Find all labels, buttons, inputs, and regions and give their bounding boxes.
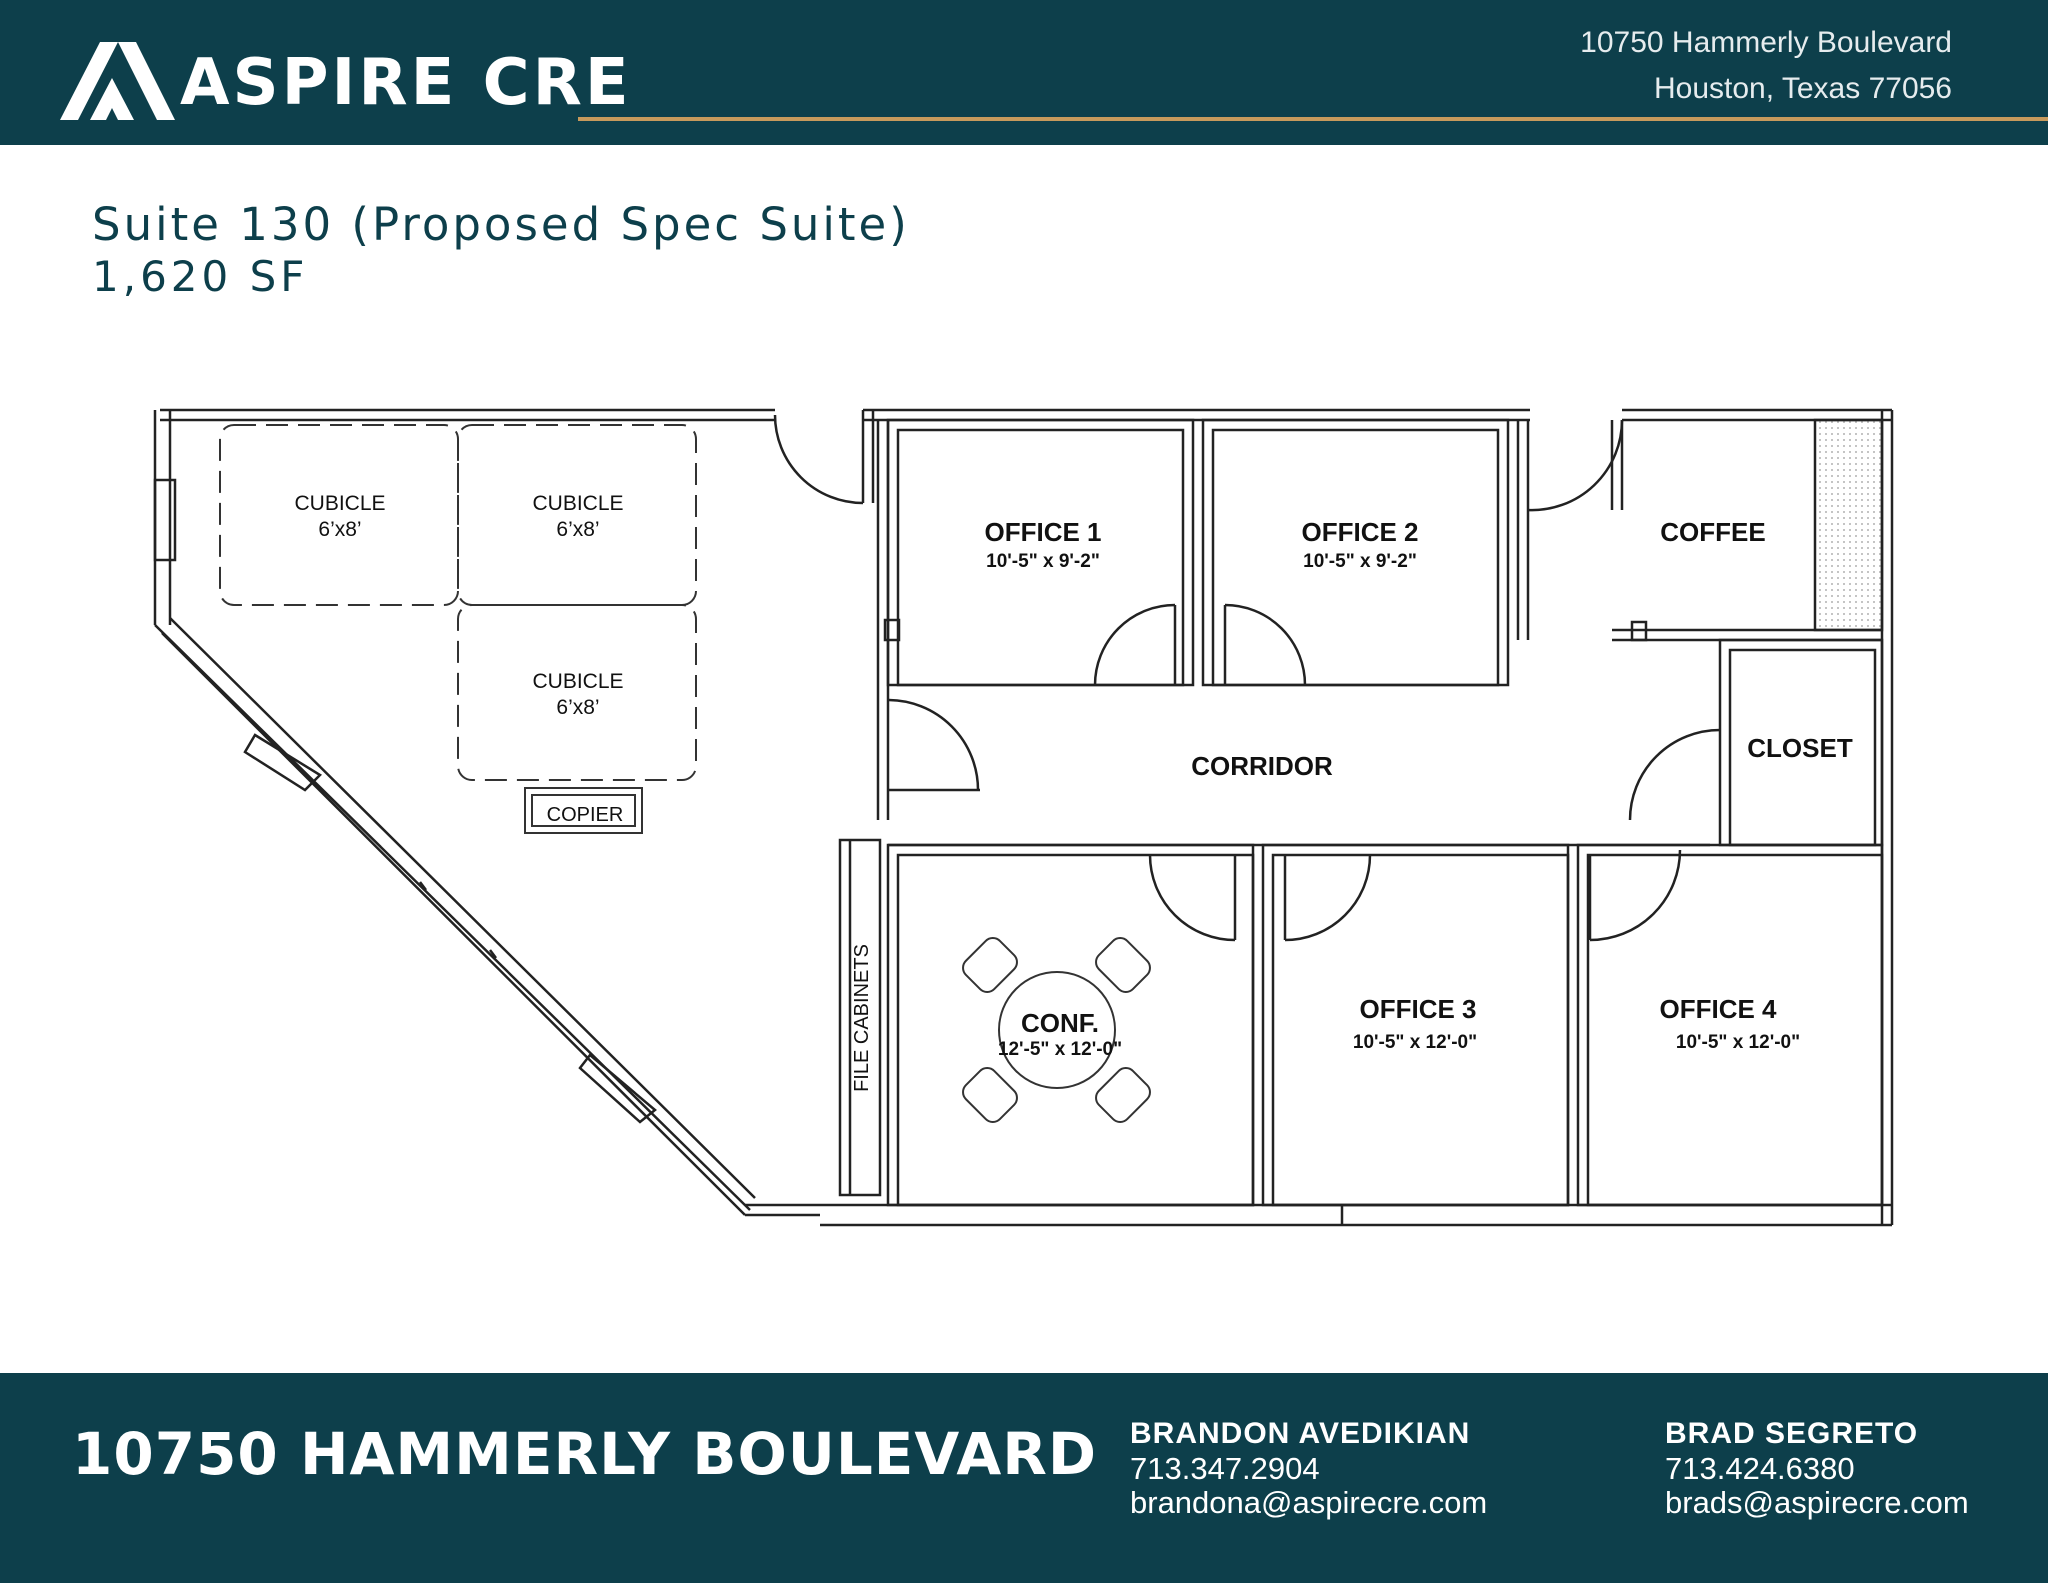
header-accent-line [578, 117, 2048, 121]
office-3-name: OFFICE 3 [1359, 994, 1476, 1024]
cubicle-1-label: CUBICLE [294, 492, 385, 515]
office-2-name: OFFICE 2 [1301, 517, 1418, 547]
office-4-size: 10'-5" x 12'-0" [1676, 1032, 1800, 1053]
cubicle-3-size: 6’x8’ [556, 696, 599, 719]
cubicle-2-size: 6’x8’ [556, 518, 599, 541]
conf-size: 12'-5" x 12'-0" [998, 1039, 1122, 1060]
footer-property-title: 10750 HAMMERLY BOULEVARD [72, 1420, 1098, 1488]
aspire-mountain-logo-icon [60, 42, 175, 120]
suite-title: Suite 130 (Proposed Spec Suite) [92, 198, 910, 251]
contact-phone[interactable]: 713.347.2904 [1130, 1451, 1320, 1486]
office-2-size: 10'-5" x 9'-2" [1303, 551, 1417, 572]
contact-email[interactable]: brads@aspirecre.com [1665, 1485, 1969, 1520]
office-3-size: 10'-5" x 12'-0" [1353, 1032, 1477, 1053]
cubicle-3-label: CUBICLE [532, 670, 623, 693]
contact-name: BRAD SEGRETO [1665, 1417, 1919, 1450]
cubicle-2-label: CUBICLE [532, 492, 623, 515]
contact-email[interactable]: brandona@aspirecre.com [1130, 1485, 1488, 1520]
conf-name: CONF. [1021, 1008, 1099, 1038]
header-address-line1: 10750 Hammerly Boulevard [1580, 26, 1952, 59]
copier-label: COPIER [547, 804, 624, 826]
contact-phone[interactable]: 713.424.6380 [1665, 1451, 1855, 1486]
office-1-size: 10'-5" x 9'-2" [986, 551, 1100, 572]
contact-card: BRAD SEGRETO 713.424.6380 brads@aspirecr… [1665, 1416, 1969, 1520]
brand-name: ASPIRE CRE [180, 46, 632, 120]
closet-label: CLOSET [1747, 733, 1853, 763]
footer-bar [0, 1373, 2048, 1583]
file-cabinets-label: FILE CABINETS [851, 944, 873, 1092]
office-1-name: OFFICE 1 [984, 517, 1101, 547]
office-4-name: OFFICE 4 [1659, 994, 1777, 1024]
coffee-label: COFFEE [1660, 517, 1765, 547]
corridor-label: CORRIDOR [1191, 751, 1333, 781]
contact-name: BRANDON AVEDIKIAN [1130, 1417, 1471, 1450]
contact-card: BRANDON AVEDIKIAN 713.347.2904 brandona@… [1130, 1416, 1487, 1520]
cubicle-1-size: 6’x8’ [318, 518, 361, 541]
header-address-line2: Houston, Texas 77056 [1654, 72, 1952, 105]
suite-area: 1,620 SF [92, 252, 309, 301]
